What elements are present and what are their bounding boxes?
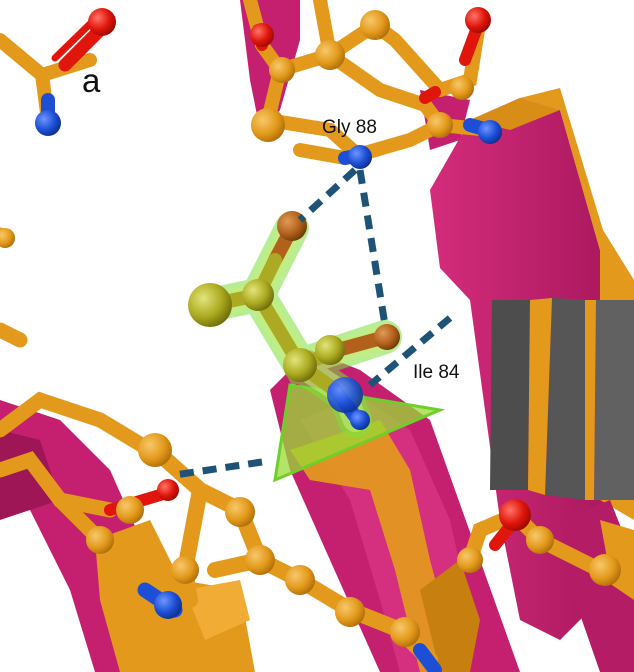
hydrogen-bond-dashes: [174, 167, 453, 479]
atom-spheres: [0, 7, 621, 647]
ligand-highlight: [188, 211, 446, 483]
residue-label-gly88: Gly 88: [322, 117, 377, 138]
panel-label: a: [82, 62, 101, 99]
residue-label-ile84: Ile 84: [413, 362, 460, 383]
